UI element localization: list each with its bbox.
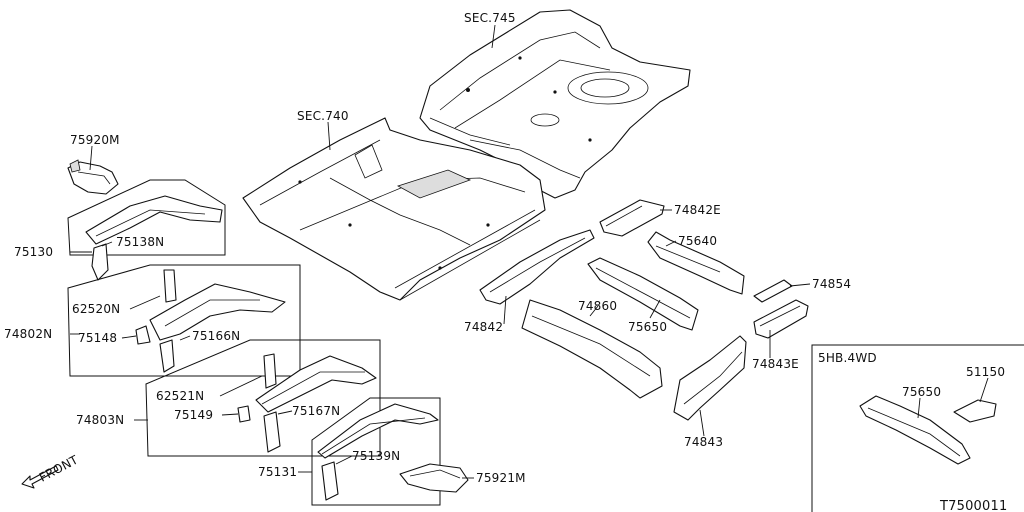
label-74854: 74854 <box>812 277 851 291</box>
label-75650: 75650 <box>628 320 667 334</box>
front-arrow-icon <box>21 465 59 489</box>
label-75920M: 75920M <box>70 133 120 147</box>
label-sec740: SEC.740 <box>297 109 349 123</box>
labels: SEC.745 SEC.740 75920M 75130 75138N 6252… <box>4 11 1007 512</box>
label-75149: 75149 <box>174 408 213 422</box>
label-74860: 74860 <box>578 299 617 313</box>
part-75921M-bracket <box>399 463 469 493</box>
label-75640: 75640 <box>678 234 717 248</box>
part-74843E-reinforcement <box>753 299 809 339</box>
label-74803N: 74803N <box>76 413 124 427</box>
group-frame-74802N <box>67 264 301 377</box>
part-74860-rear-member <box>521 299 663 399</box>
part-75130-member <box>85 195 223 281</box>
label-75650-4wd: 75650 <box>902 385 941 399</box>
part-74803N-member <box>237 353 377 453</box>
label-75921M: 75921M <box>476 471 526 485</box>
leader-lines <box>70 24 989 479</box>
part-74802N-member <box>135 269 286 373</box>
label-74843: 74843 <box>684 435 723 449</box>
part-75650-crossmember <box>587 257 699 331</box>
label-sec745: SEC.745 <box>464 11 516 25</box>
part-74843-side-member <box>673 335 747 421</box>
variant-inset-frame <box>811 344 1024 512</box>
group-frame-75131 <box>311 397 441 506</box>
label-62521N: 62521N <box>156 389 204 403</box>
front-floor-panel <box>242 117 546 301</box>
group-frame-75130 <box>67 179 226 256</box>
label-75166N: 75166N <box>192 329 240 343</box>
part-74842E-reinforcement <box>599 199 665 237</box>
label-74802N: 74802N <box>4 327 52 341</box>
label-75138N: 75138N <box>116 235 164 249</box>
part-74854-bracket <box>753 279 793 303</box>
label-75167N: 75167N <box>292 404 340 418</box>
label-75139N: 75139N <box>352 449 400 463</box>
label-front: FRONT <box>37 452 81 484</box>
label-51150: 51150 <box>966 365 1005 379</box>
part-75920M-bracket <box>67 159 119 195</box>
part-75131-member <box>317 403 439 501</box>
label-74843E: 74843E <box>752 357 799 371</box>
part-74842-side-member <box>479 229 595 305</box>
part-51150-bracket <box>953 399 997 423</box>
part-75640-crossmember <box>647 231 745 295</box>
label-75130: 75130 <box>14 245 53 259</box>
label-62520N: 62520N <box>72 302 120 316</box>
part-75650-4wd-crossmember <box>859 395 971 465</box>
label-75148: 75148 <box>78 331 117 345</box>
label-variant: 5HB.4WD <box>818 351 877 365</box>
label-74842: 74842 <box>464 320 503 334</box>
label-diagram-code: T7500011 <box>939 499 1007 512</box>
label-74842E: 74842E <box>674 203 721 217</box>
label-75131: 75131 <box>258 465 297 479</box>
rear-floor-panel <box>419 9 691 199</box>
